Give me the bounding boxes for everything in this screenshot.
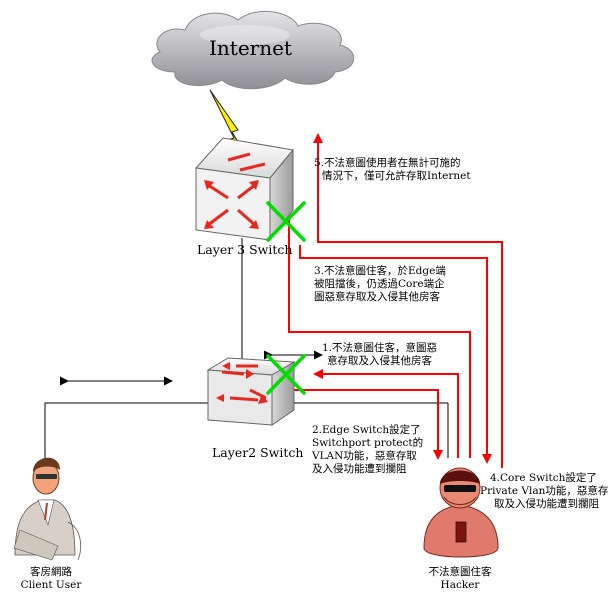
annotation-step2-line: 2.Edge Switch設定了: [312, 424, 421, 436]
blocked-x-icon: [266, 354, 306, 395]
cloud-icon: [151, 10, 355, 90]
annotation-step4-line: Private Vlan功能，惡意存: [480, 485, 609, 497]
annotation-step3-line: 圖惡意存取及入侵其他房客: [314, 291, 440, 303]
annotation-step3: 3.不法意圖住客，於Edge端 被阻擋後，仍透過Core端企 圖惡意存取及入侵其…: [314, 265, 446, 304]
hacker-icon: [423, 467, 499, 558]
layer2-switch-icon: [206, 357, 296, 426]
layer3-switch-label: Layer 3 Switch: [197, 242, 293, 257]
annotation-step4-line: 取及入侵功能遭到攔阻: [494, 498, 599, 510]
annotation-step2-line: Switchport protect的: [312, 437, 424, 449]
client-user-label-line: 客房網路: [30, 566, 72, 578]
client-user-label: 客房網路 Client User: [16, 566, 86, 592]
blocked-x-icon: [266, 201, 306, 242]
client-user-icon: [13, 457, 82, 561]
annotation-step2-line: 及入侵功能遭到攔阻: [312, 463, 407, 475]
annotation-step3-line: 被阻擋後，仍透過Core端企: [314, 278, 445, 290]
internet-label: Internet: [209, 36, 292, 60]
annotation-step5: 5.不法意圖使用者在無計可施的 情況下，僅可允許存取Internet: [314, 157, 471, 183]
attack-paths: [288, 133, 503, 468]
hacker-label-line: 不法意圖住客: [428, 566, 492, 578]
annotation-step4: 4.Core Switch設定了 Private Vlan功能，惡意存 取及入侵…: [480, 472, 608, 511]
annotation-step2: 2.Edge Switch設定了 Switchport protect的 VLA…: [312, 424, 423, 476]
hacker-label: 不法意圖住客 Hacker: [415, 566, 505, 592]
annotation-step1-line: 1.不法意圖住客，意圖惡: [322, 342, 438, 354]
annotation-step1: 1.不法意圖住客，意圖惡 意存取及入侵其他房客: [322, 342, 437, 368]
annotation-step3-line: 3.不法意圖住客，於Edge端: [314, 265, 446, 277]
annotation-step5-line: 5.不法意圖使用者在無計可施的: [314, 157, 461, 169]
annotation-step2-line: VLAN功能，惡意存取: [312, 450, 417, 462]
layer3-switch-icon: [194, 137, 294, 242]
client-user-label-line: Client User: [20, 579, 82, 591]
annotation-step4-line: 4.Core Switch設定了: [490, 472, 597, 484]
annotation-step1-line: 意存取及入侵其他房客: [327, 355, 433, 367]
hacker-label-line: Hacker: [440, 579, 480, 591]
annotation-step5-line: 情況下，僅可允許存取Internet: [322, 170, 471, 182]
network-links: [44, 238, 449, 465]
layer2-switch-label: Layer2 Switch: [212, 445, 304, 460]
